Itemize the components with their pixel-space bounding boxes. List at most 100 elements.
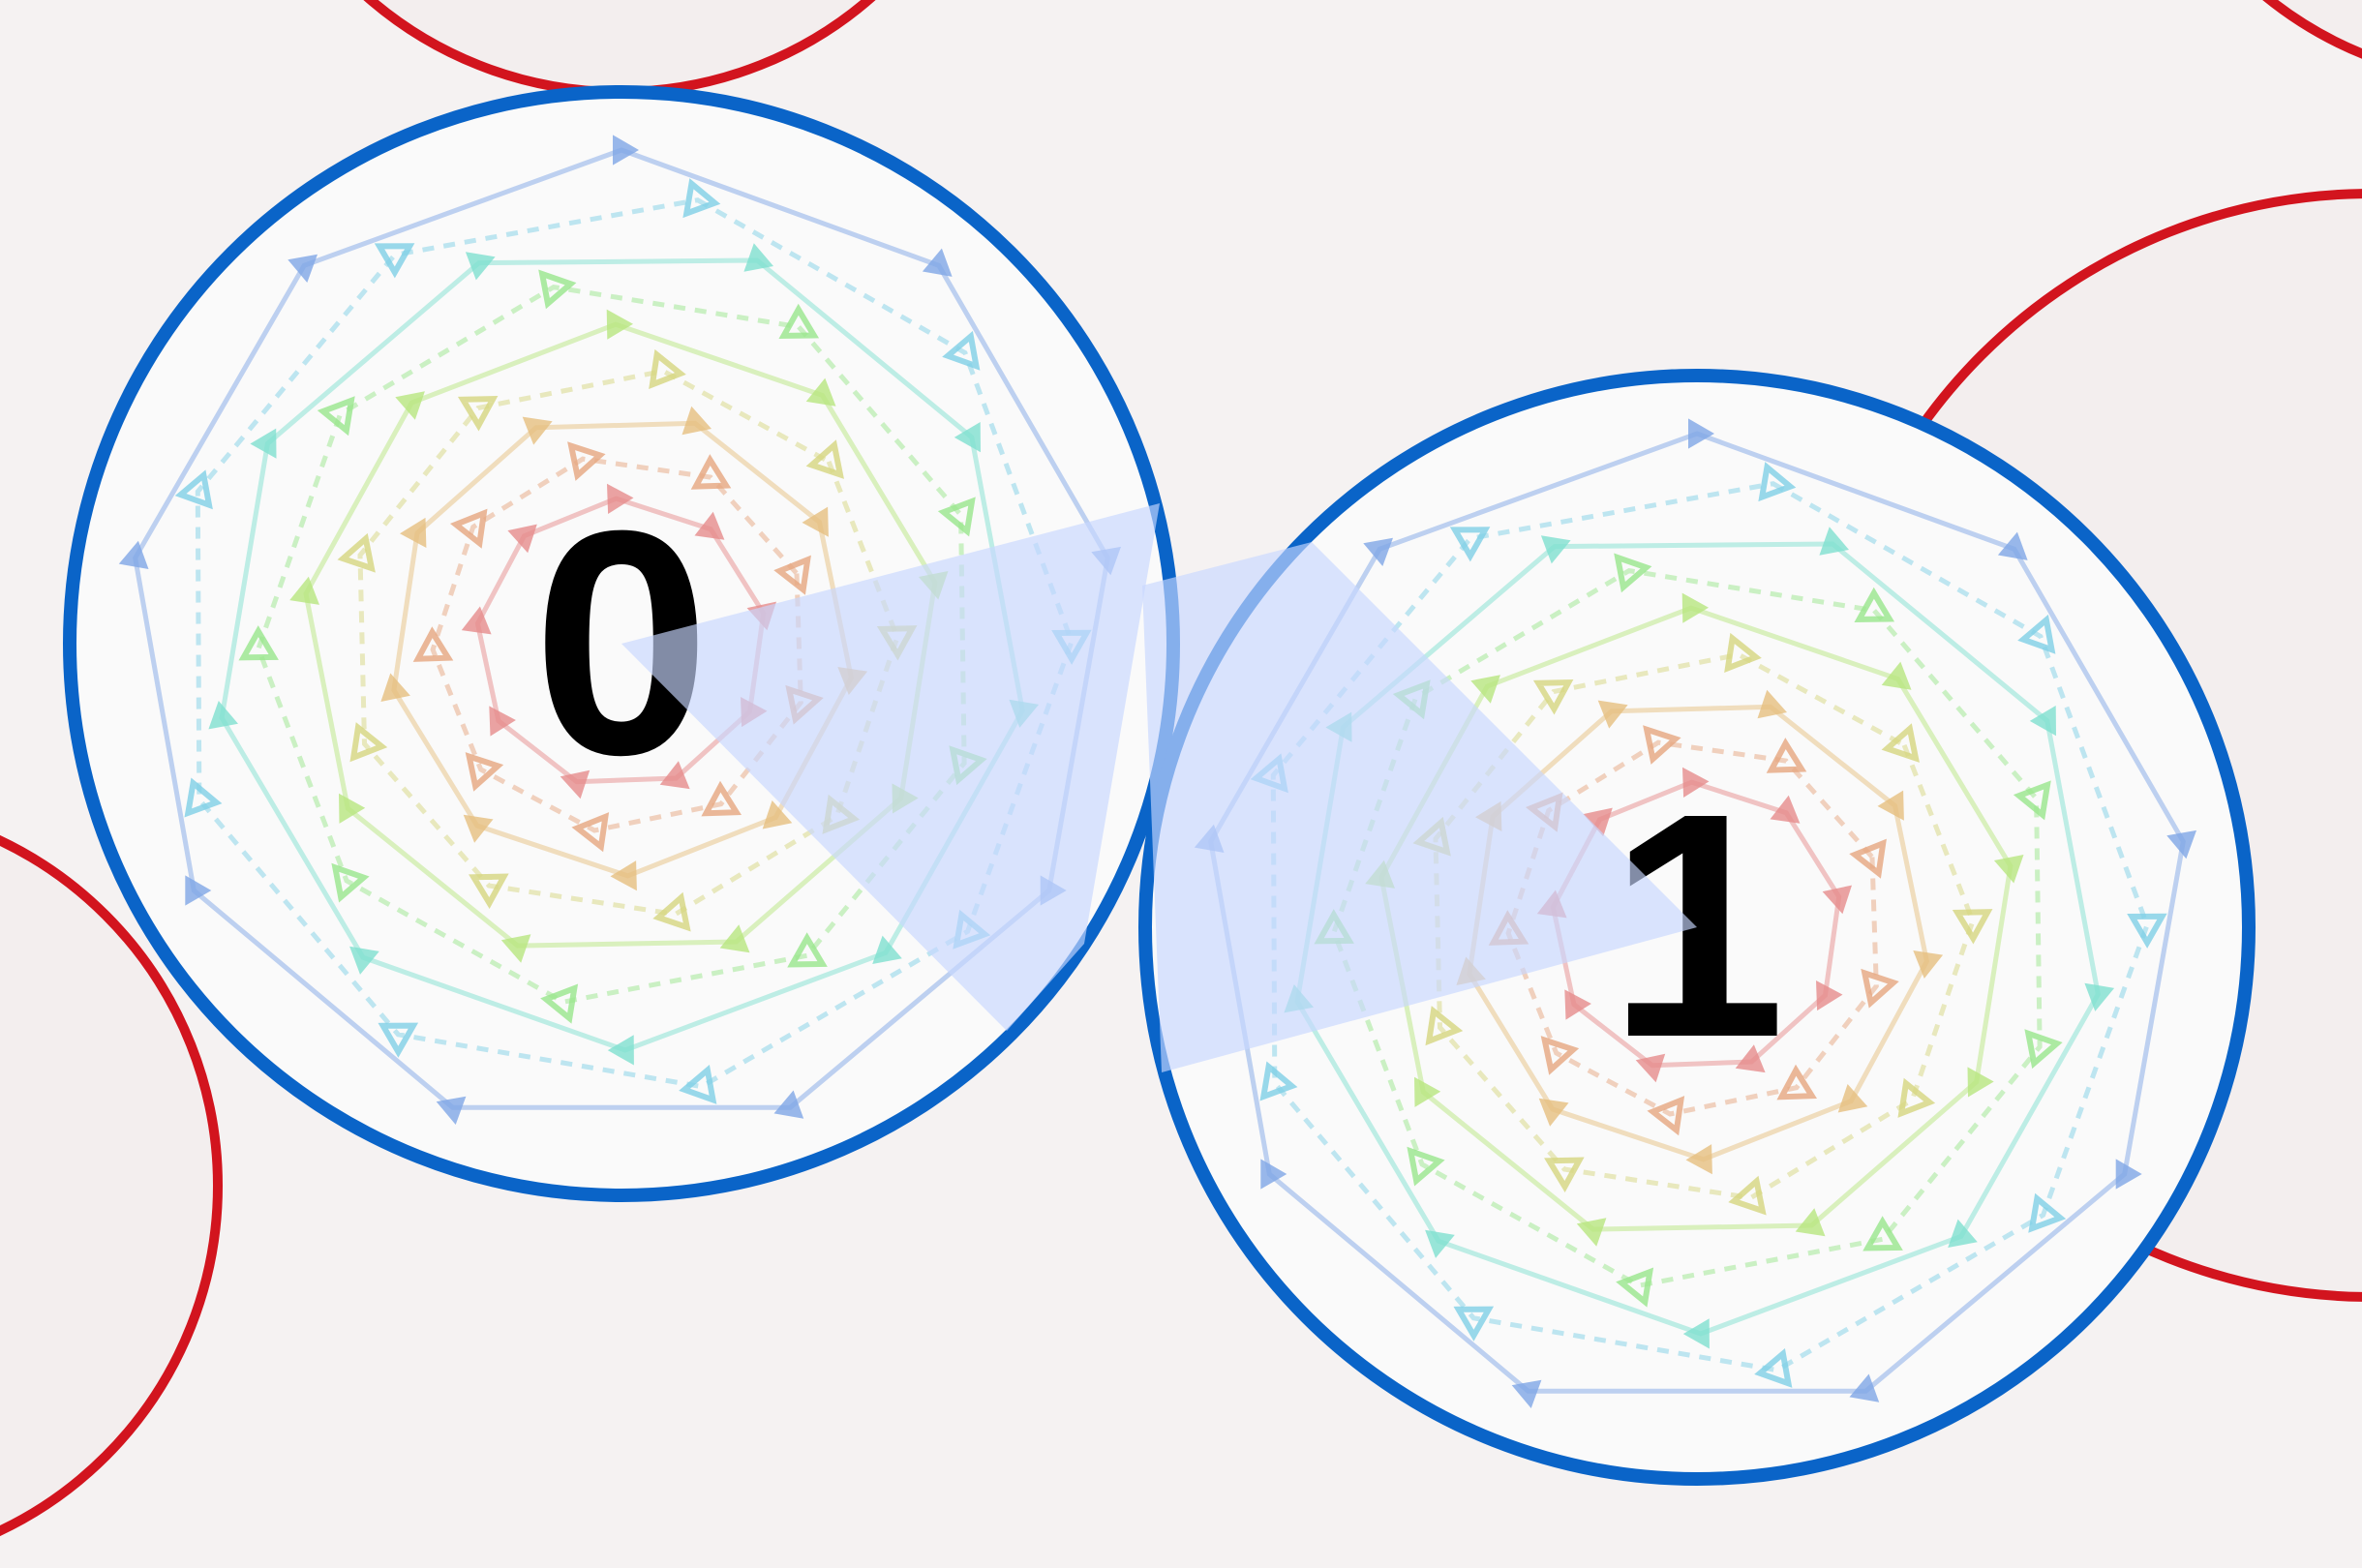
- ring-marker: [1540, 535, 1571, 564]
- ring-marker: [469, 873, 509, 910]
- ring-marker: [288, 254, 318, 283]
- ring-marker: [1881, 661, 1912, 690]
- ring-marker: [412, 626, 454, 662]
- ring-marker: [954, 422, 981, 453]
- ring-marker: [1544, 1157, 1585, 1193]
- ring-marker: [174, 469, 213, 510]
- ring-marker: [2127, 913, 2167, 949]
- ring-marker: [449, 508, 488, 549]
- ring-marker: [1897, 1077, 1936, 1118]
- ring-marker: [1682, 767, 1710, 798]
- neighbor-circle-top-right[interactable]: [2125, 0, 2362, 82]
- neighbor-circle-left[interactable]: [0, 803, 223, 1568]
- ring-marker: [606, 309, 633, 340]
- ring-marker: [1470, 675, 1500, 704]
- ring-marker: [457, 395, 499, 432]
- ring-marker: [778, 303, 820, 339]
- ring-marker: [374, 243, 415, 279]
- ring-marker: [1770, 795, 1801, 824]
- ring-path: [1378, 605, 2014, 1232]
- ring-marker: [610, 860, 637, 891]
- ring-marker: [1259, 1061, 1298, 1101]
- ring-marker: [607, 483, 634, 514]
- ring-marker: [1635, 1053, 1666, 1083]
- ring-marker: [719, 924, 750, 953]
- ring-marker: [2017, 614, 2056, 654]
- ring-marker: [1757, 689, 1787, 719]
- ring-path: [1331, 567, 2043, 1288]
- ring-marker: [1583, 807, 1613, 837]
- ring-marker: [805, 439, 844, 479]
- ring-path: [1433, 651, 1976, 1201]
- ring-marker: [1407, 1146, 1445, 1187]
- ring-marker: [937, 497, 976, 537]
- ring-marker: [1425, 1006, 1464, 1046]
- ring-marker: [694, 511, 725, 540]
- ring-marker: [250, 428, 277, 459]
- ring-marker: [1735, 1044, 1766, 1073]
- ring-marker: [1647, 1096, 1685, 1136]
- ring-marker: [208, 701, 238, 730]
- ring-path: [1467, 704, 1930, 1162]
- ring-marker: [1967, 1067, 1994, 1098]
- ring-marker: [1952, 909, 1993, 945]
- ring-path: [474, 496, 767, 785]
- ring-marker: [2084, 982, 2115, 1011]
- ring-marker: [942, 330, 981, 371]
- ring-marker: [2013, 780, 2051, 821]
- ring-marker: [701, 780, 742, 817]
- ring-marker: [1758, 462, 1797, 502]
- ring-marker: [185, 875, 212, 906]
- ring-marker: [1877, 790, 1904, 821]
- ring-marker: [1819, 527, 1849, 556]
- ring-marker: [872, 935, 902, 964]
- ring-marker: [1614, 553, 1652, 593]
- ring-marker: [1532, 678, 1574, 715]
- ring-path: [195, 197, 1075, 1090]
- ring-marker: [1453, 1306, 1495, 1342]
- link-wedge-1: [1142, 542, 1697, 1072]
- ring-marker: [1682, 1318, 1710, 1349]
- ring-marker: [463, 814, 494, 843]
- ring-marker: [1795, 1208, 1826, 1237]
- ring-marker: [380, 673, 410, 702]
- ring-marker: [613, 135, 639, 166]
- ring-marker: [1540, 1036, 1580, 1075]
- ring-marker: [1576, 1218, 1607, 1247]
- ring-marker: [682, 178, 721, 219]
- ring-marker: [1643, 725, 1681, 765]
- ring-marker: [1854, 587, 1895, 622]
- ring-marker: [1449, 527, 1491, 562]
- ring-marker: [184, 777, 223, 818]
- ring-marker: [1997, 531, 2028, 560]
- ring-marker: [1724, 632, 1762, 673]
- ring-marker: [652, 891, 691, 932]
- ring-marker: [489, 706, 516, 737]
- ring-marker: [1425, 1229, 1455, 1258]
- ring-marker: [922, 248, 953, 277]
- link-wedge-0: [621, 503, 1160, 1031]
- ring-marker: [1837, 1084, 1868, 1113]
- ring-path: [1294, 541, 2101, 1337]
- ring-marker: [461, 606, 492, 635]
- ring-marker: [659, 761, 690, 790]
- ring-marker: [1948, 1219, 1978, 1248]
- ring-marker: [465, 752, 504, 792]
- ring-marker: [1862, 1216, 1903, 1251]
- ring-marker: [571, 812, 610, 853]
- ring-marker: [2166, 829, 2196, 859]
- ring-marker: [349, 722, 388, 763]
- ring-marker: [773, 1090, 804, 1119]
- ring-marker: [802, 506, 829, 537]
- ring-marker: [762, 800, 793, 829]
- ring-marker: [507, 524, 537, 554]
- ring-marker: [540, 983, 579, 1024]
- ring-marker: [607, 1035, 634, 1066]
- ring-marker: [339, 793, 366, 824]
- ring-marker: [465, 252, 496, 281]
- ring-marker: [1728, 1175, 1767, 1216]
- ring-marker: [1993, 855, 2024, 884]
- ring-marker: [679, 1064, 717, 1104]
- ring-path: [133, 147, 1110, 1110]
